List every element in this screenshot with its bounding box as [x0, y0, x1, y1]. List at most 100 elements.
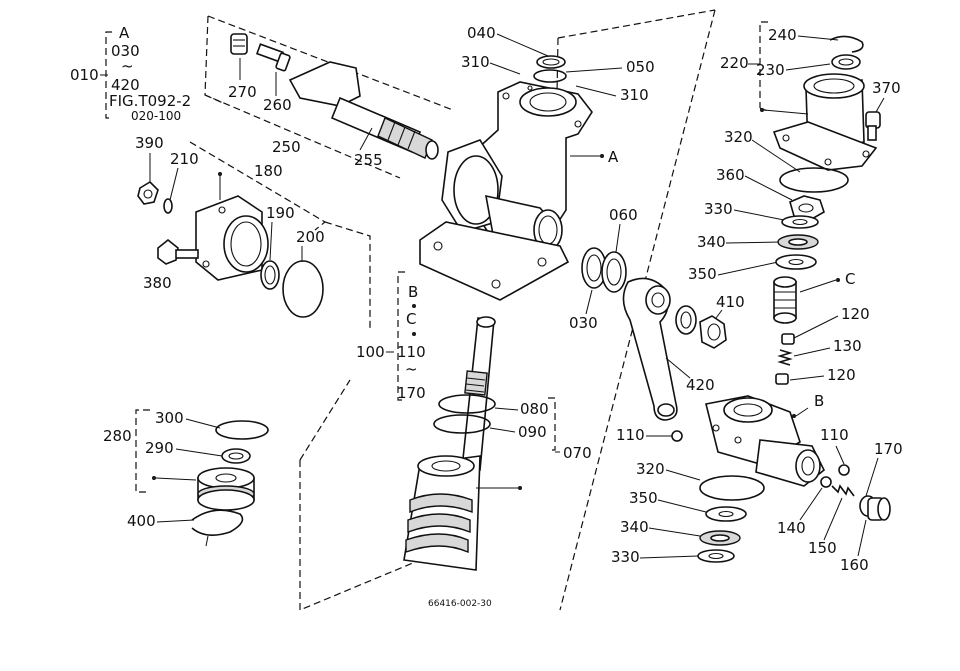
drawing-number: 66416-002-30 [428, 599, 492, 609]
part-340-bearing-lower [699, 530, 741, 546]
part-050-ring [533, 69, 567, 83]
label-320-upper: 320 [724, 128, 753, 146]
svg-text:~: ~ [121, 57, 134, 75]
part-080-ring [438, 394, 496, 414]
part-220-housing [760, 73, 878, 171]
part-210-washer [163, 198, 173, 214]
label-255: 255 [354, 151, 383, 169]
part-150-spring [831, 484, 855, 497]
part-255-shaft [288, 61, 439, 160]
label-300: 300 [155, 409, 184, 427]
label-A-housing: A [608, 148, 619, 166]
label-220: 220 [720, 54, 749, 72]
part-spool-C [773, 276, 797, 324]
label-080: 080 [520, 400, 549, 418]
group-100-ball-screw: B C 100 110 ~ 170 080 090 070 [299, 271, 592, 611]
label-C-spool: C [845, 270, 855, 288]
part-400-snap-ring [191, 509, 244, 547]
label-260: 260 [263, 96, 292, 114]
label-210: 210 [170, 150, 199, 168]
part-190-seal [260, 260, 280, 290]
label-230: 230 [756, 61, 785, 79]
part-380-bolt [157, 238, 199, 265]
part-330-washer-lower [697, 549, 735, 563]
label-330-upper: 330 [704, 200, 733, 218]
svg-text:~: ~ [405, 360, 418, 378]
label-250: 250 [272, 138, 301, 156]
label-360: 360 [716, 166, 745, 184]
label-280: 280 [103, 427, 132, 445]
group-upper-valve-stack: 360 330 340 350 [688, 166, 855, 324]
label-240: 240 [768, 26, 797, 44]
part-350-washer-lower [705, 506, 747, 522]
part-140-ball [820, 476, 832, 488]
part-120-plunger-upper [781, 333, 795, 345]
label-400: 400 [127, 512, 156, 530]
part-230-bearing [831, 54, 861, 70]
part-ball-nut [403, 455, 522, 571]
label-420-ref: 420 [111, 76, 140, 94]
part-390-nut [137, 180, 159, 205]
part-060-seal [601, 251, 627, 293]
group-lower-valve-housing: 120 130 120 B 110 110 [616, 305, 903, 574]
label-050: 050 [626, 58, 655, 76]
label-130: 130 [833, 337, 862, 355]
label-140: 140 [777, 519, 806, 537]
label-040: 040 [467, 24, 496, 42]
group-lower-valve-stack: 320 350 340 330 [611, 460, 765, 566]
label-320-lower: 320 [636, 460, 665, 478]
group-180-cover: 390 210 180 380 [135, 134, 371, 330]
label-060: 060 [609, 206, 638, 224]
label-350-lower: 350 [629, 489, 658, 507]
label-range-ref: 020-100 [131, 109, 181, 123]
part-160-plug [859, 495, 891, 521]
label-350-upper: 350 [688, 265, 717, 283]
part-worm-shaft [461, 316, 496, 471]
part-420-pitman-arm [622, 277, 678, 421]
label-290: 290 [145, 439, 174, 457]
part-110-plug-left [671, 430, 683, 442]
label-380: 380 [143, 274, 172, 292]
label-100: 100 [356, 343, 385, 361]
label-090: 090 [518, 423, 547, 441]
label-010: 010 [70, 66, 99, 84]
label-B-ref: B [408, 283, 418, 301]
label-170: 170 [874, 440, 903, 458]
label-420-arm: 420 [686, 376, 715, 394]
label-310b: 310 [620, 86, 649, 104]
part-130-spring [777, 349, 793, 366]
label-A-ref: A [119, 24, 130, 42]
label-fig-ref: FIG.T092-2 [109, 92, 191, 110]
part-300-oring [215, 420, 269, 440]
part-330-washer-upper [781, 215, 819, 229]
label-340-upper: 340 [697, 233, 726, 251]
part-110-plug-right [838, 464, 850, 476]
label-120b: 120 [827, 366, 856, 384]
label-030-ref: 030 [111, 42, 140, 60]
label-110-left: 110 [616, 426, 645, 444]
part-340-bearing-upper [777, 234, 819, 250]
group-pitman-arm: 410 420 [622, 277, 745, 421]
label-190: 190 [266, 204, 295, 222]
label-310a: 310 [461, 53, 490, 71]
label-330-lower: 330 [611, 548, 640, 566]
label-160: 160 [840, 556, 869, 574]
label-110-right: 110 [820, 426, 849, 444]
label-150: 150 [808, 539, 837, 557]
part-320-oring-upper [779, 167, 849, 193]
part-350-washer-upper [775, 254, 817, 270]
group-250-input-shaft: 270 260 255 250 [204, 15, 454, 179]
label-270: 270 [228, 83, 257, 101]
part-200-oring [282, 260, 324, 318]
label-C-ref: C [406, 310, 416, 328]
label-370: 370 [872, 79, 901, 97]
part-270-bolt [230, 33, 248, 55]
label-120a: 120 [841, 305, 870, 323]
part-180-cover-body [195, 172, 269, 281]
part-290-seal [221, 448, 251, 464]
label-070: 070 [563, 444, 592, 462]
group-main-housing: 040 310 050 310 [419, 9, 716, 611]
label-390: 390 [135, 134, 164, 152]
